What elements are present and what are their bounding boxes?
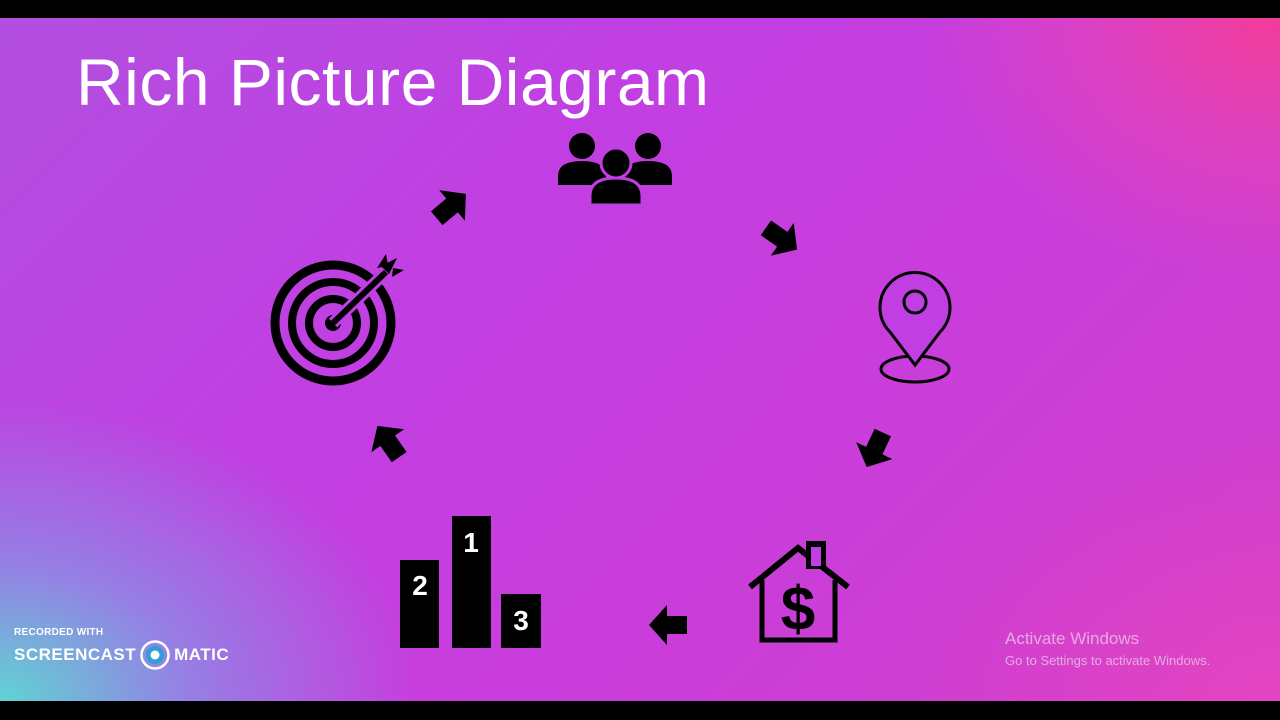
people-group-icon: [558, 133, 672, 207]
diagram: $ 1 2 3: [270, 133, 952, 648]
svg-text:$: $: [781, 575, 815, 644]
watermark-recorded-with: RECORDED WITH: [14, 627, 104, 638]
podium-ranking-icon: 1 2 3: [400, 516, 541, 648]
podium-number-2: 2: [412, 570, 428, 601]
arrow-to-people: [423, 178, 479, 234]
arrow-to-podium: [649, 605, 687, 645]
screencast-logo-icon: [140, 640, 170, 670]
podium-number-1: 1: [463, 527, 479, 558]
watermark-brand-right: MATIC: [174, 645, 230, 664]
screencast-watermark: RECORDED WITH SCREENCAST MATIC: [14, 627, 229, 670]
arrow-to-house: [848, 424, 901, 476]
activate-windows-title: Activate Windows: [1005, 629, 1140, 648]
activate-windows-notice: Activate Windows Go to Settings to activ…: [1005, 629, 1210, 668]
house-dollar-icon: $: [748, 541, 850, 644]
letterbox-top: [0, 0, 1280, 18]
activate-windows-subtitle: Go to Settings to activate Windows.: [1005, 653, 1211, 668]
slide-title: Rich Picture Diagram: [76, 45, 710, 119]
watermark-brand-left: SCREENCAST: [14, 645, 137, 664]
podium-number-3: 3: [513, 605, 529, 636]
arrow-to-location: [754, 211, 809, 267]
slide: Rich Picture Diagram $: [0, 18, 1280, 701]
arrow-to-target: [360, 414, 416, 469]
letterbox-bottom: [0, 701, 1280, 720]
location-pin-icon: [878, 271, 952, 384]
target-arrow-icon: [270, 254, 404, 386]
